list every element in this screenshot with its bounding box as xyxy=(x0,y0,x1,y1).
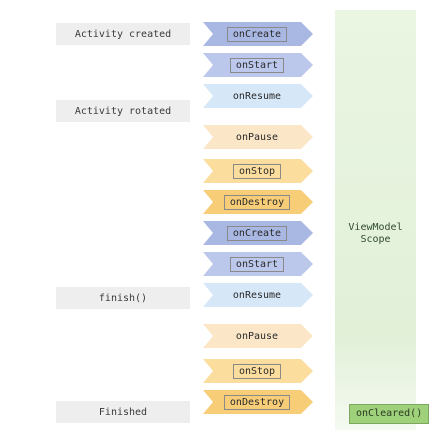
chevron-arrow-shape xyxy=(203,324,313,348)
event-finish: finish() xyxy=(56,287,190,309)
lifecycle-onpause-second: onPause xyxy=(203,324,313,348)
lifecycle-label: onResume xyxy=(232,289,282,301)
lifecycle-oncreate-second: onCreate xyxy=(203,221,313,245)
chevron-arrow-shape xyxy=(203,390,313,414)
chevron-arrow-shape xyxy=(203,283,313,307)
lifecycle-label: onCreate xyxy=(226,225,288,241)
lifecycle-label: onStart xyxy=(229,57,285,73)
viewmodel-label-line2: Scope xyxy=(360,234,391,245)
lifecycle-label: onStop xyxy=(232,363,282,379)
lifecycle-onstop-first: onStop xyxy=(203,159,313,183)
viewmodel-scope-label: ViewModel Scope xyxy=(335,222,416,246)
viewmodel-label-line1: ViewModel xyxy=(348,222,403,233)
chevron-arrow-shape xyxy=(203,84,313,108)
chevron-arrow-shape xyxy=(203,221,313,245)
lifecycle-onstart-first: onStart xyxy=(203,53,313,77)
lifecycle-onresume-first: onResume xyxy=(203,84,313,108)
on-cleared-callback: onCleared() xyxy=(349,404,430,424)
lifecycle-label: onResume xyxy=(232,90,282,102)
event-activity-rotated: Activity rotated xyxy=(56,100,190,122)
event-finished: Finished xyxy=(56,401,190,423)
lifecycle-label: onPause xyxy=(235,330,279,342)
event-activity-created: Activity created xyxy=(56,23,190,45)
chevron-arrow-shape xyxy=(203,22,313,46)
lifecycle-oncreate-first: onCreate xyxy=(203,22,313,46)
lifecycle-label: onStop xyxy=(232,163,282,179)
lifecycle-ondestroy-first: onDestroy xyxy=(203,190,313,214)
chevron-arrow-shape xyxy=(203,159,313,183)
chevron-arrow-shape xyxy=(203,125,313,149)
lifecycle-onpause-first: onPause xyxy=(203,125,313,149)
chevron-arrow-shape xyxy=(203,359,313,383)
lifecycle-label: onStart xyxy=(229,256,285,272)
lifecycle-label: onPause xyxy=(235,131,279,143)
lifecycle-onstop-second: onStop xyxy=(203,359,313,383)
viewmodel-scope-zone xyxy=(335,10,416,430)
lifecycle-label: onDestroy xyxy=(223,394,291,410)
lifecycle-onresume-second: onResume xyxy=(203,283,313,307)
chevron-arrow-shape xyxy=(203,190,313,214)
lifecycle-label: onCreate xyxy=(226,26,288,42)
lifecycle-ondestroy-second: onDestroy xyxy=(203,390,313,414)
lifecycle-label: onDestroy xyxy=(223,194,291,210)
lifecycle-onstart-second: onStart xyxy=(203,252,313,276)
